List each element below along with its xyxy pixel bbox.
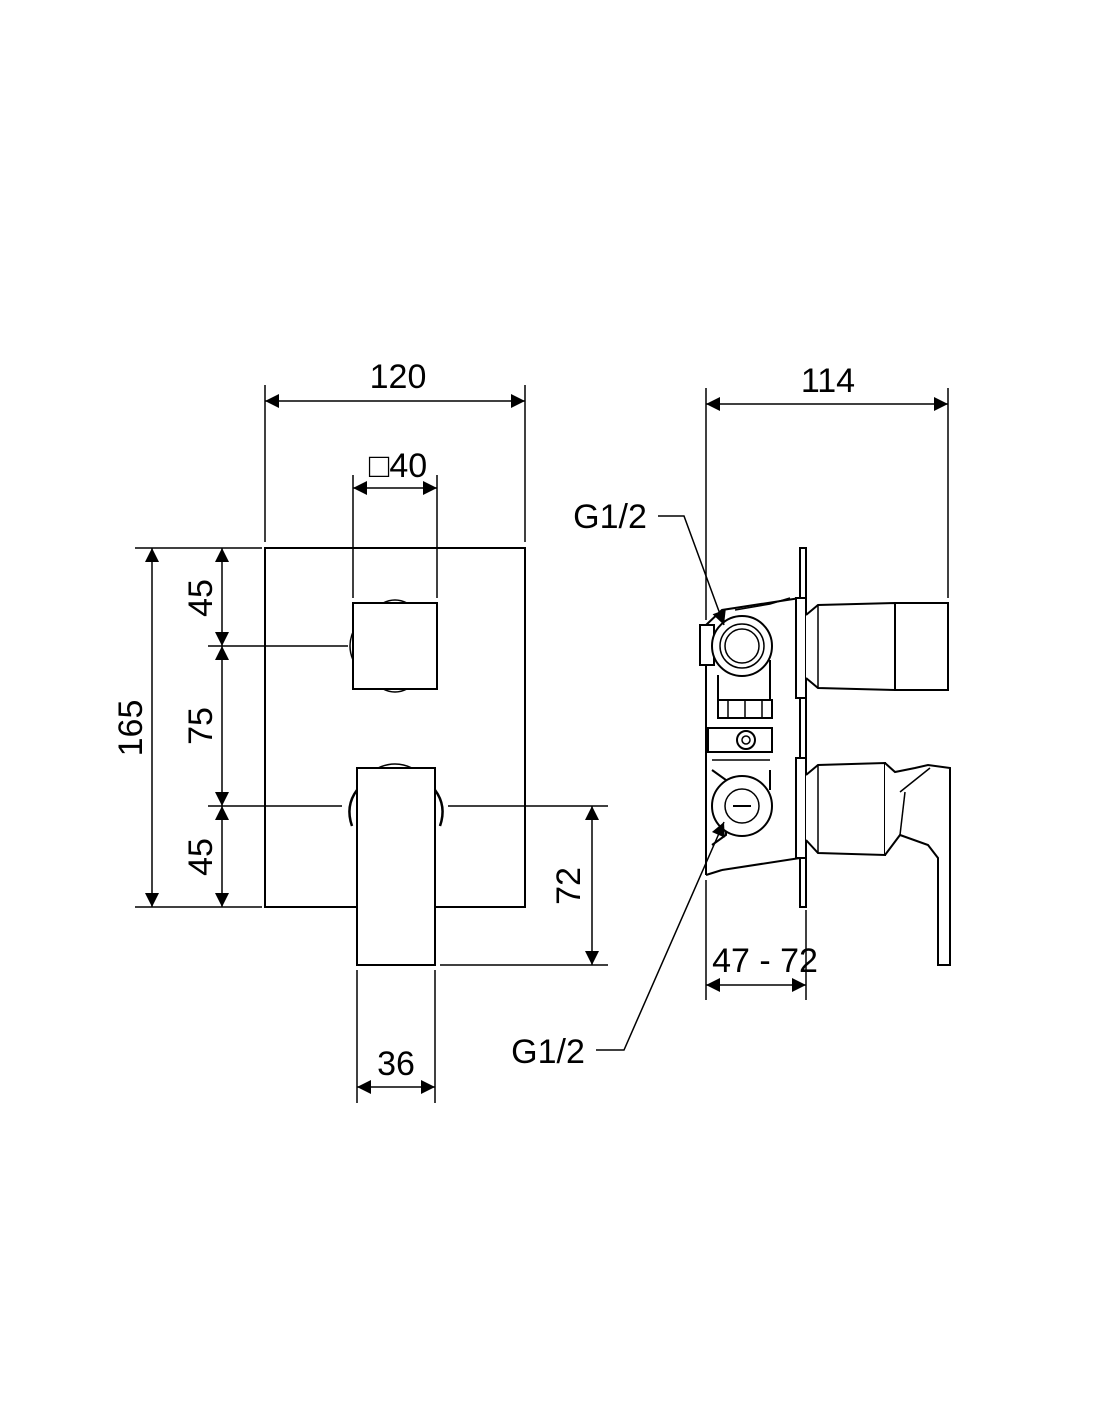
side-extension-lines: [705, 388, 949, 1000]
lever-width-label: 36: [377, 1045, 415, 1083]
front-dimension-lines: [145, 394, 599, 1094]
lever-drop-label: 72: [550, 867, 588, 905]
depth-label: 114: [801, 362, 855, 400]
mixer-lever: [348, 763, 444, 966]
knob-size-label: □40: [369, 447, 427, 485]
lower-connection: [711, 769, 773, 846]
top-offset-label: 45: [182, 579, 220, 617]
bottom-offset-label: 45: [182, 838, 220, 876]
upper-connection-label: G1/2: [573, 498, 647, 536]
width-label: 120: [370, 358, 427, 396]
height-label: 165: [112, 700, 150, 757]
side-cover-plate: [799, 547, 807, 908]
side-mixer-lever: [795, 757, 951, 966]
front-view: 120 □40 165 45 75 45 72 36: [112, 358, 608, 1103]
side-diverter-knob: [795, 597, 949, 699]
coupling-nut: [707, 699, 773, 761]
side-view: 114 G1/2 G1/2 47 - 72: [511, 362, 951, 1071]
lower-connection-leader: [596, 821, 725, 1051]
lower-connection-label: G1/2: [511, 1033, 585, 1071]
middle-offset-label: 75: [182, 707, 220, 745]
installation-range-label: 47 - 72: [712, 942, 818, 980]
upper-connection: [699, 615, 773, 700]
diverter-knob: [349, 599, 438, 693]
upper-connection-leader: [658, 515, 726, 626]
